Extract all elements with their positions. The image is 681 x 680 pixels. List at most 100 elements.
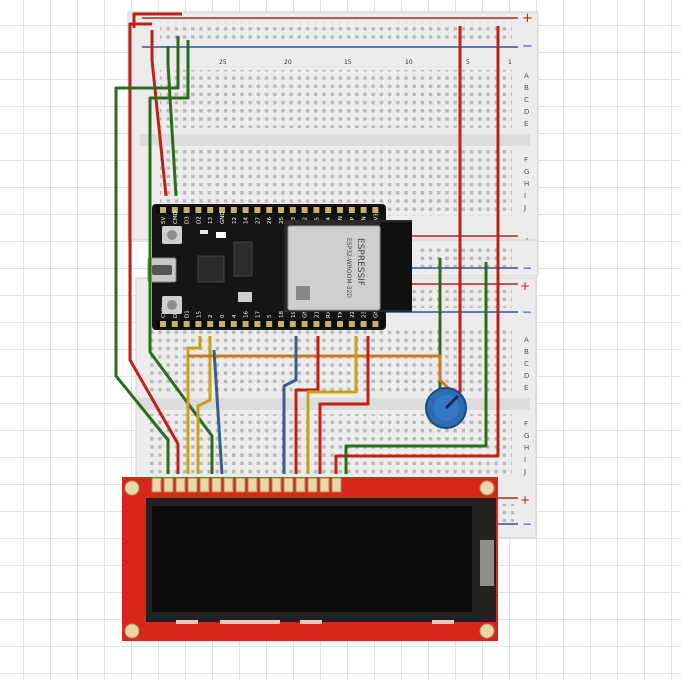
lcd-pad bbox=[220, 620, 280, 624]
esp32-pin bbox=[348, 207, 355, 213]
center-channel bbox=[140, 134, 530, 146]
row-letter: D bbox=[524, 108, 529, 116]
esp32-pin bbox=[160, 207, 166, 213]
lcd-pin bbox=[307, 477, 318, 493]
boot-button-cap bbox=[167, 300, 177, 310]
esp32-pin-label: 15 bbox=[196, 311, 202, 318]
esp32-pin-label: 12 bbox=[232, 217, 238, 224]
qr-code bbox=[296, 286, 310, 300]
wires bbox=[114, 12, 500, 475]
esp32-pin bbox=[219, 321, 225, 327]
esp32-pin bbox=[254, 207, 261, 213]
lcd-pin bbox=[151, 477, 162, 493]
esp32-pin-label: 3V3 bbox=[373, 213, 379, 224]
column-number: 10 bbox=[405, 59, 413, 66]
lcd-pin bbox=[247, 477, 258, 493]
row-letter: G bbox=[524, 432, 529, 440]
usb-port-opening bbox=[152, 265, 172, 275]
lcd-pin bbox=[283, 477, 294, 493]
column-numbers: 25 20 15 10 5 1 bbox=[219, 59, 512, 66]
column-number: 20 bbox=[284, 59, 292, 66]
esp32-pin bbox=[325, 207, 332, 213]
esp32-pin-label: 5 bbox=[267, 314, 273, 318]
lcd-display bbox=[122, 477, 498, 641]
rail-minus-label: − bbox=[522, 517, 532, 531]
wire-red-backlight bbox=[334, 26, 500, 474]
esp32-pin-label: 2 bbox=[208, 315, 214, 319]
column-number: 1 bbox=[508, 59, 512, 66]
wroom-shield-can bbox=[287, 225, 381, 311]
rail-plus-label: + bbox=[520, 493, 530, 507]
row-letter: E bbox=[524, 384, 528, 392]
row-letters-upper: A B C D E bbox=[524, 72, 529, 128]
esp32-pin bbox=[230, 321, 237, 327]
potentiometer-indicator bbox=[444, 394, 460, 410]
wire-red-d23 bbox=[318, 336, 370, 474]
lcd-pad bbox=[432, 620, 454, 624]
esp32-pin bbox=[230, 207, 237, 213]
esp32-pin bbox=[207, 207, 214, 213]
esp32-pin bbox=[301, 207, 308, 213]
lcd-pin bbox=[295, 477, 306, 493]
esp32-pin-label: D2 bbox=[196, 216, 202, 224]
esp32-pin-label: TX bbox=[338, 311, 344, 319]
esp32-pin-label: 21 bbox=[314, 311, 320, 318]
esp32-pin-label: GND bbox=[220, 211, 226, 224]
esp32-pin-label: 0 bbox=[220, 314, 226, 318]
lcd-pad bbox=[300, 620, 322, 624]
antenna-area bbox=[380, 222, 412, 310]
esp32-pin bbox=[360, 321, 367, 327]
esp32-pin-label: 27 bbox=[255, 217, 261, 224]
wire-red-power-lcd bbox=[128, 22, 180, 474]
esp32-pin bbox=[278, 321, 284, 327]
lcd-pin bbox=[211, 477, 222, 493]
esp32-pin bbox=[242, 207, 249, 213]
esp32-pin bbox=[171, 321, 178, 327]
rail-minus-label: − bbox=[522, 39, 533, 54]
esp32-pin bbox=[183, 207, 190, 213]
row-letter: D bbox=[524, 372, 529, 380]
power-led bbox=[216, 232, 226, 238]
esp32-pin bbox=[301, 321, 308, 327]
terminal-strip-upper bbox=[160, 70, 512, 128]
top-power-rail: + − bbox=[142, 11, 533, 54]
esp32-pin bbox=[195, 321, 202, 327]
row-letter: B bbox=[524, 348, 529, 356]
row-letter: I bbox=[524, 192, 526, 200]
led bbox=[200, 230, 208, 234]
esp32-pin bbox=[171, 207, 178, 213]
row-letter: J bbox=[523, 204, 526, 212]
lcd-pin bbox=[319, 477, 330, 493]
row-letter: I bbox=[524, 456, 526, 464]
esp32-board: 5VCMDD3D213GND121427262533323534VNVPEN3V… bbox=[147, 204, 412, 330]
wire-yellow-d2 bbox=[196, 336, 212, 474]
potentiometer[interactable] bbox=[425, 387, 467, 429]
wire-green-gnd-lcd-2 bbox=[148, 40, 214, 474]
row-letter: G bbox=[524, 168, 529, 176]
wire-orange-pot bbox=[188, 354, 454, 394]
wire-green-gnd-lcd bbox=[114, 36, 180, 474]
rail-minus-label: − bbox=[522, 261, 532, 275]
esp32-pin-label: 25 bbox=[279, 217, 285, 224]
row-letters-lower: F G H I J bbox=[523, 420, 529, 476]
esp32-pin bbox=[325, 321, 332, 327]
esp32-pin bbox=[337, 321, 343, 327]
wire-yellow-d15 bbox=[186, 336, 202, 474]
wire-green-gnd bbox=[166, 46, 178, 197]
esp32-pin-label: CMD bbox=[173, 211, 179, 224]
esp32-pin bbox=[266, 321, 273, 327]
esp32-pin-label: D1 bbox=[185, 310, 191, 318]
esp32-pin-label: 22 bbox=[350, 311, 356, 318]
mount-hole bbox=[124, 480, 140, 496]
esp32-pin bbox=[313, 321, 320, 327]
lcd-screen bbox=[152, 506, 472, 612]
esp32-pin bbox=[242, 321, 249, 327]
lcd-pin bbox=[175, 477, 186, 493]
esp32-pin bbox=[289, 207, 296, 213]
wire-red-5v bbox=[150, 30, 168, 197]
lcd-pin bbox=[259, 477, 270, 493]
mount-hole bbox=[124, 623, 140, 639]
terminal-strip-upper bbox=[150, 328, 512, 394]
regulator bbox=[233, 241, 253, 277]
